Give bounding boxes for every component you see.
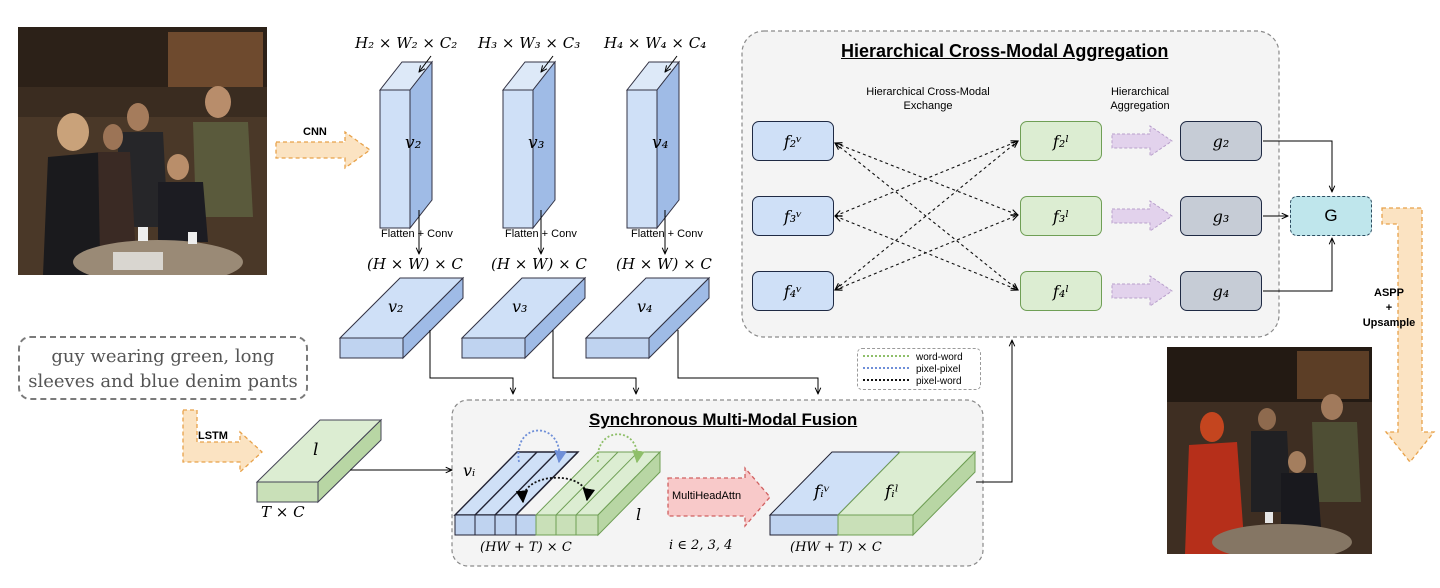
language-block: [255, 418, 383, 504]
input-photo: [18, 27, 267, 275]
g2-box: g₂: [1180, 121, 1262, 161]
flat-block-v4: [584, 276, 711, 360]
legend-word-word: word-word: [916, 352, 963, 363]
mha-label: MultiHeadAttn: [672, 490, 742, 502]
fv3-box: f₃ᵛ: [752, 196, 834, 236]
dim-label-v3: H₃ × W₃ × C₃: [478, 34, 581, 52]
smf-index: i ∈ 2, 3, 4: [669, 538, 733, 553]
block-label-v2: v₂: [405, 133, 422, 153]
hcma-exchange-label: Hierarchical Cross-Modal Exchange: [858, 85, 998, 113]
aspp-line-2: +: [1385, 302, 1393, 314]
flat-block-v3: [460, 276, 587, 360]
fv2-box: f₂ᵛ: [752, 121, 834, 161]
hcma-exchange-line-2: Exchange: [903, 100, 953, 112]
exchange-lines: [835, 141, 1018, 290]
output-photo: [1167, 347, 1372, 554]
flat-label-v4: v₄: [637, 297, 653, 316]
lstm-arrow: [182, 409, 263, 474]
query-text-box: guy wearing green, long sleeves and blue…: [18, 336, 308, 400]
block-label-v3: v₃: [528, 133, 545, 153]
fl2-box: f₂ˡ: [1020, 121, 1102, 161]
legend-pixel-pixel: pixel-pixel: [916, 364, 961, 375]
fl4-box: f₄ˡ: [1020, 271, 1102, 311]
flat-dim-3: (H × W) × C: [616, 255, 712, 273]
smf-title: Synchronous Multi-Modal Fusion: [589, 410, 858, 429]
legend-pixel-word: pixel-word: [916, 376, 962, 387]
flat-label-v3: v₃: [512, 297, 528, 316]
smf-concat-dim: (HW + T) × C: [480, 540, 572, 555]
feature-block-v2: [378, 60, 434, 230]
flatten-label-3: Flatten + Conv: [631, 228, 703, 240]
block-label-v4: v₄: [652, 133, 669, 153]
flat-label-v2: v₂: [388, 297, 404, 316]
flatten-label-2: Flatten + Conv: [505, 228, 577, 240]
fl3-box: f₃ˡ: [1020, 196, 1102, 236]
smf-out-dim: (HW + T) × C: [790, 540, 882, 555]
feature-block-v4: [625, 60, 681, 230]
query-line-2: sleeves and blue denim pants: [28, 371, 298, 392]
output-photo-graphic: [1167, 347, 1372, 554]
smf-out-v: fᵢᵛ: [814, 482, 831, 502]
query-line-1: guy wearing green, long: [51, 346, 275, 367]
hcma-title: Hierarchical Cross-Modal Aggregation: [841, 41, 1169, 61]
input-photo-graphic: [18, 27, 267, 275]
flatten-label-1: Flatten + Conv: [381, 228, 453, 240]
flat-block-v2: [338, 276, 465, 360]
smf-vi-label: vᵢ: [463, 461, 476, 480]
mha-arrow: [667, 466, 771, 528]
hcma-agg-label: Hierarchical Aggregation: [1100, 85, 1180, 113]
aggregation-arrows: [1111, 125, 1173, 307]
fused-block: [768, 450, 977, 537]
flat-dim-1: (H × W) × C: [367, 255, 463, 273]
aspp-line-1: ASPP: [1374, 287, 1404, 299]
fv4-box: f₄ᵛ: [752, 271, 834, 311]
lang-block-label: l: [313, 440, 319, 460]
dim-label-v4: H₄ × W₄ × C₄: [604, 34, 707, 52]
cnn-arrow: [275, 130, 372, 170]
lstm-label: LSTM: [198, 430, 228, 442]
g4-box: g₄: [1180, 271, 1262, 311]
dim-label-v2: H₂ × W₂ × C₂: [355, 34, 458, 52]
smf-l-label: l: [636, 505, 642, 524]
aspp-arrow: [1381, 207, 1436, 464]
hcma-agg-line-2: Aggregation: [1110, 100, 1170, 112]
concat-block: [453, 429, 662, 537]
hcma-exchange-line-1: Hierarchical Cross-Modal: [866, 86, 990, 98]
lang-dim-label: T × C: [261, 503, 305, 521]
hcma-agg-line-1: Hierarchical: [1110, 86, 1170, 98]
aspp-line-3: Upsample: [1362, 317, 1416, 329]
G-box: G: [1290, 196, 1372, 236]
smf-out-l: fᵢˡ: [885, 482, 899, 502]
flat-dim-2: (H × W) × C: [491, 255, 587, 273]
aspp-label: ASPP + Upsample: [1350, 286, 1428, 331]
legend: word-word pixel-pixel pixel-word: [857, 348, 981, 390]
g3-box: g₃: [1180, 196, 1262, 236]
cnn-label: CNN: [303, 126, 327, 138]
